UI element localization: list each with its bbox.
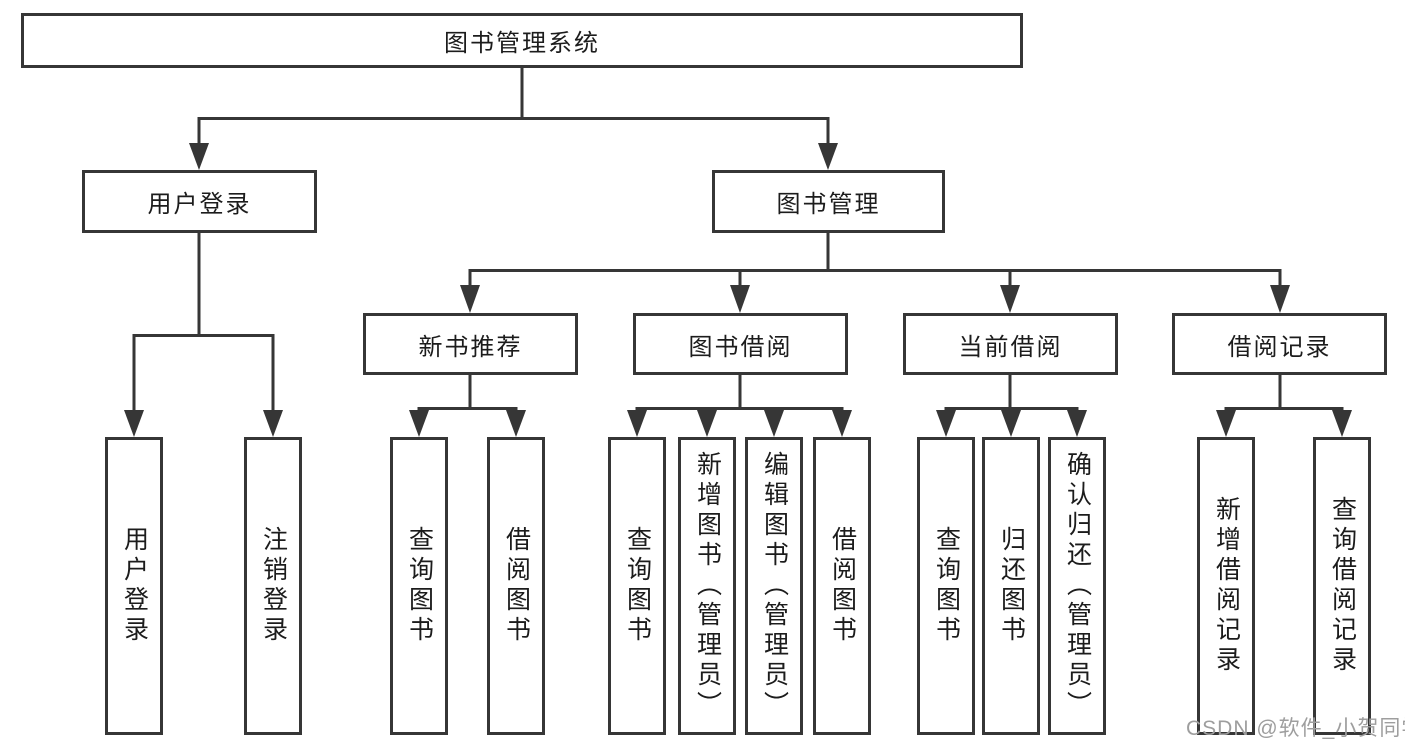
connector-borrow-record-to-leaves xyxy=(1216,375,1352,437)
leaf-record-query-label: 查询借阅记录 xyxy=(1328,496,1357,676)
leaf-borrow-borrow: 借阅图书 xyxy=(813,437,871,735)
leaf-newbook-borrow-label: 借阅图书 xyxy=(502,526,531,646)
leaf-newbook-query: 查询图书 xyxy=(390,437,448,735)
leaf-record-add: 新增借阅记录 xyxy=(1197,437,1255,735)
leaf-borrow-add-label: 新增图书（管理员） xyxy=(693,451,722,721)
leaf-record-add-label: 新增借阅记录 xyxy=(1212,496,1241,676)
leaf-borrow-edit-label: 编辑图书（管理员） xyxy=(760,451,789,721)
leaf-current-return-label: 归还图书 xyxy=(997,526,1026,646)
connector-book-borrow-to-leaves xyxy=(627,375,852,437)
csdn-watermark: CSDN @软件_小贺同学 xyxy=(1186,717,1405,740)
node-current-borrow: 当前借阅 xyxy=(903,313,1118,375)
leaf-logout-label: 注销登录 xyxy=(259,526,288,646)
leaf-borrow-query: 查询图书 xyxy=(608,437,666,735)
leaf-current-query: 查询图书 xyxy=(917,437,975,735)
leaf-current-return: 归还图书 xyxy=(982,437,1040,735)
leaf-borrow-query-label: 查询图书 xyxy=(623,526,652,646)
leaf-newbook-borrow: 借阅图书 xyxy=(487,437,545,735)
connector-current-borrow-to-leaves xyxy=(936,375,1087,437)
leaf-record-query: 查询借阅记录 xyxy=(1313,437,1371,735)
node-borrow-record: 借阅记录 xyxy=(1172,313,1387,375)
leaf-logout: 注销登录 xyxy=(244,437,302,735)
leaf-login: 用户登录 xyxy=(105,437,163,735)
connector-user-login-to-leaves xyxy=(124,233,283,437)
node-book-borrow: 图书借阅 xyxy=(633,313,848,375)
leaf-login-label: 用户登录 xyxy=(120,526,149,646)
node-book-mgmt: 图书管理 xyxy=(712,170,945,233)
connector-new-book-to-leaves xyxy=(409,375,526,437)
node-root: 图书管理系统 xyxy=(21,13,1023,68)
connector-root-to-level2 xyxy=(189,68,838,170)
leaf-borrow-add: 新增图书（管理员） xyxy=(678,437,736,735)
leaf-newbook-query-label: 查询图书 xyxy=(405,526,434,646)
node-new-book: 新书推荐 xyxy=(363,313,578,375)
leaf-borrow-borrow-label: 借阅图书 xyxy=(828,526,857,646)
leaf-current-confirm: 确认归还（管理员） xyxy=(1048,437,1106,735)
leaf-current-confirm-label: 确认归还（管理员） xyxy=(1063,451,1092,721)
connector-book-mgmt-to-level3 xyxy=(460,233,1290,313)
leaf-borrow-edit: 编辑图书（管理员） xyxy=(745,437,803,735)
leaf-current-query-label: 查询图书 xyxy=(932,526,961,646)
node-user-login: 用户登录 xyxy=(82,170,317,233)
